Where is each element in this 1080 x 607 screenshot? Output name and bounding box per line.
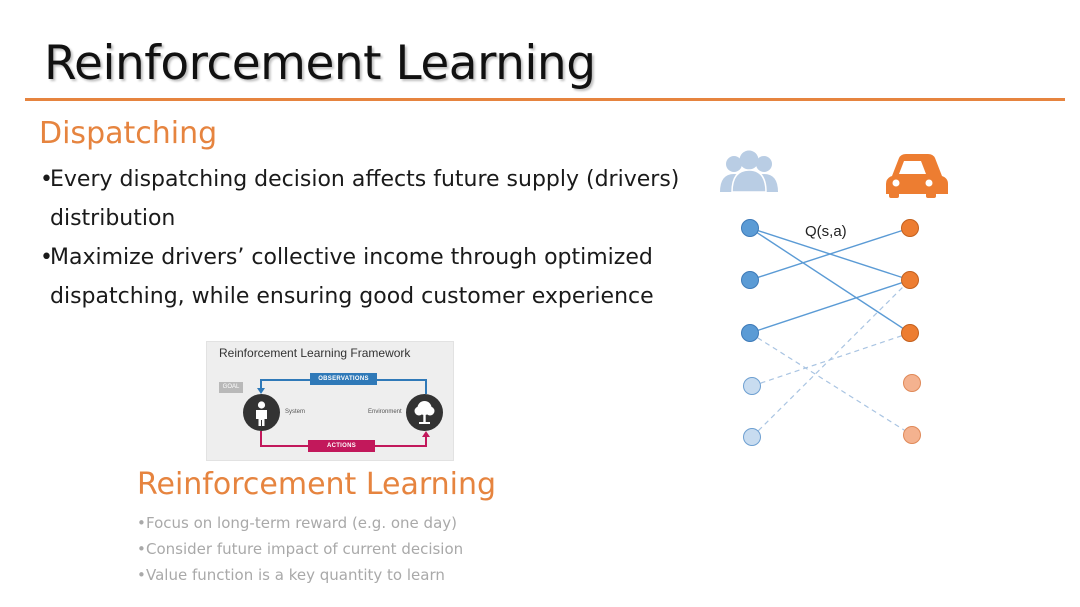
actions-pill: ACTIONS bbox=[308, 440, 375, 452]
passenger-nodes bbox=[741, 219, 761, 446]
title-divider bbox=[25, 98, 1065, 101]
edge bbox=[751, 279, 911, 438]
bullet-item: Every dispatching decision affects futur… bbox=[40, 160, 680, 238]
driver-node bbox=[901, 324, 919, 342]
matching-diagram: Q(s,a) bbox=[720, 150, 948, 446]
framework-loop-arrows bbox=[257, 379, 430, 447]
edge bbox=[749, 279, 911, 334]
group-people-icon bbox=[720, 150, 778, 193]
environment-label: Environment bbox=[368, 409, 402, 415]
driver-node bbox=[901, 219, 919, 237]
passenger-node bbox=[741, 324, 759, 342]
q-value-label: Q(s,a) bbox=[805, 223, 847, 240]
goal-tag: GOAL bbox=[219, 382, 243, 393]
slide-title: Reinforcement Learning bbox=[44, 36, 596, 91]
passenger-node bbox=[743, 377, 761, 395]
rl-bullets: Focus on long-term reward (e.g. one day)… bbox=[137, 510, 463, 588]
edge bbox=[749, 332, 913, 436]
passenger-node bbox=[743, 428, 761, 446]
dispatching-bullets: Every dispatching decision affects futur… bbox=[40, 160, 680, 316]
bullet-item: Value function is a key quantity to lear… bbox=[137, 562, 463, 588]
driver-node bbox=[901, 271, 919, 289]
observations-pill: OBSERVATIONS bbox=[310, 373, 377, 385]
arrow-up-icon bbox=[422, 431, 430, 437]
bullet-item: Maximize drivers’ collective income thro… bbox=[40, 238, 680, 316]
driver-node bbox=[903, 426, 921, 444]
section-heading-rl: Reinforcement Learning bbox=[137, 467, 497, 502]
driver-nodes bbox=[901, 219, 921, 444]
car-icon bbox=[886, 154, 948, 198]
edge bbox=[749, 227, 911, 281]
arrow-down-icon bbox=[257, 388, 265, 394]
edge bbox=[751, 332, 911, 387]
bullet-item: Focus on long-term reward (e.g. one day) bbox=[137, 510, 463, 536]
edges bbox=[749, 227, 913, 438]
person-icon bbox=[243, 394, 280, 431]
edge bbox=[749, 227, 911, 334]
bullet-item: Consider future impact of current decisi… bbox=[137, 536, 463, 562]
framework-title: Reinforcement Learning Framework bbox=[219, 346, 411, 360]
system-label: System bbox=[285, 409, 306, 415]
tree-icon bbox=[406, 394, 443, 431]
passenger-node bbox=[741, 271, 759, 289]
rl-framework-diagram: Reinforcement Learning Framework GOAL OB… bbox=[206, 341, 454, 461]
passenger-node bbox=[741, 219, 759, 237]
driver-node bbox=[903, 374, 921, 392]
section-heading-dispatching: Dispatching bbox=[39, 116, 218, 151]
